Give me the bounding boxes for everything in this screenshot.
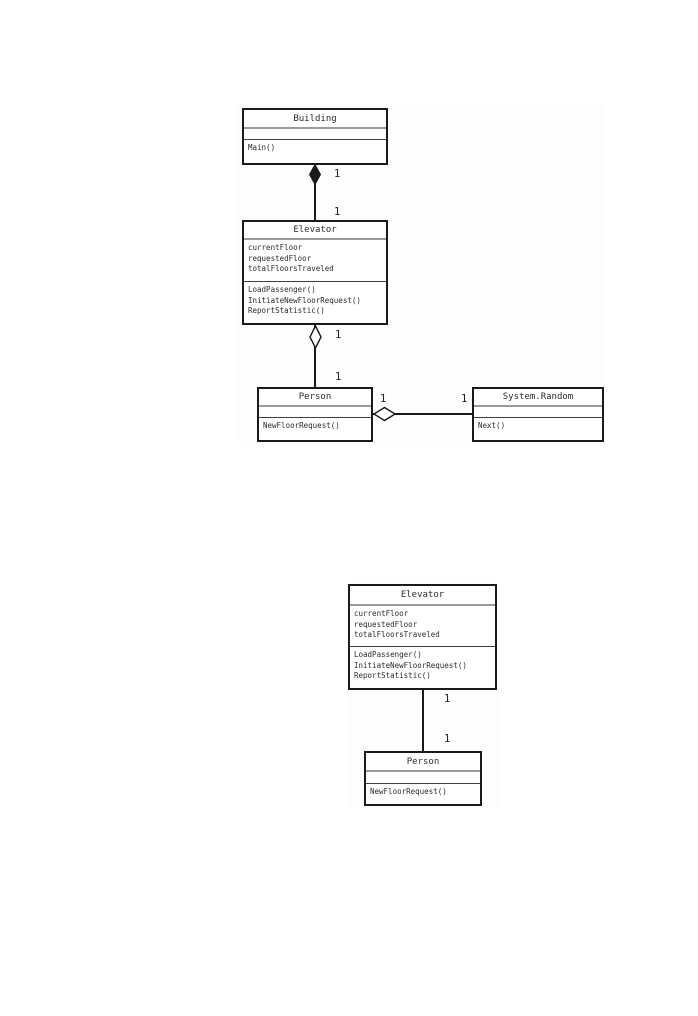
multiplicity-label: 1 (335, 329, 342, 341)
multiplicity-label: 1 (461, 393, 468, 405)
class-person: Person NewFloorRequest() (257, 387, 373, 442)
class-person-title: Person (366, 753, 480, 772)
aggregation-diamond-icon (309, 325, 322, 349)
method-label: InitiateNewFloorRequest() (248, 295, 361, 305)
multiplicity-label: 1 (334, 168, 341, 180)
class-person-methods: NewFloorRequest() (366, 784, 480, 804)
multiplicity-label: 1 (380, 393, 387, 405)
class-elevator-attributes: currentFloor requestedFloor totalFloorsT… (244, 240, 386, 282)
composition-line-building-elevator (314, 165, 316, 220)
attribute-label: currentFloor (354, 609, 409, 618)
aggregation-line-elevator-person (314, 325, 316, 387)
class-person-methods: NewFloorRequest() (259, 418, 371, 440)
class-elevator-methods: LoadPassenger() InitiateNewFloorRequest(… (350, 647, 495, 688)
attribute-label: totalFloorsTraveled (354, 630, 440, 639)
aggregation-diamond-icon (373, 406, 396, 422)
class-person-attributes (366, 772, 480, 784)
class-elevator: Elevator currentFloor requestedFloor tot… (242, 220, 388, 325)
class-building-methods: Main() (244, 140, 386, 163)
attribute-label: totalFloorsTraveled (248, 264, 334, 273)
class-elevator-attributes: currentFloor requestedFloor totalFloorsT… (350, 606, 495, 647)
method-label: Main() (248, 143, 276, 152)
method-label: InitiateNewFloorRequest() (354, 660, 467, 670)
class-system-random-methods: Next() (474, 418, 602, 440)
method-label: LoadPassenger() (248, 285, 316, 294)
method-label: ReportStatistic() (248, 306, 325, 315)
composition-diamond-icon (309, 164, 321, 185)
multiplicity-label: 1 (444, 733, 451, 745)
method-label: NewFloorRequest() (263, 421, 340, 430)
method-label: Next() (478, 421, 506, 430)
class-building-attributes (244, 129, 386, 140)
class-building: Building Main() (242, 108, 388, 165)
class-elevator: Elevator currentFloor requestedFloor tot… (348, 584, 497, 690)
class-elevator-title: Elevator (350, 586, 495, 606)
method-label: NewFloorRequest() (370, 787, 447, 796)
class-system-random: System.Random Next() (472, 387, 604, 442)
class-building-title: Building (244, 110, 386, 129)
class-system-random-title: System.Random (474, 389, 602, 407)
multiplicity-label: 1 (334, 206, 341, 218)
multiplicity-label: 1 (335, 371, 342, 383)
aggregation-line-person-random (373, 413, 472, 415)
association-line-elevator-person (422, 690, 424, 751)
method-label: LoadPassenger() (354, 650, 422, 659)
multiplicity-label: 1 (444, 693, 451, 705)
class-system-random-attributes (474, 407, 602, 418)
attribute-label: currentFloor (248, 243, 303, 252)
class-person: Person NewFloorRequest() (364, 751, 482, 806)
attribute-label: requestedFloor (248, 253, 312, 263)
class-elevator-methods: LoadPassenger() InitiateNewFloorRequest(… (244, 282, 386, 323)
class-person-title: Person (259, 389, 371, 407)
attribute-label: requestedFloor (354, 619, 418, 629)
class-elevator-title: Elevator (244, 222, 386, 240)
method-label: ReportStatistic() (354, 671, 431, 680)
class-person-attributes (259, 407, 371, 418)
